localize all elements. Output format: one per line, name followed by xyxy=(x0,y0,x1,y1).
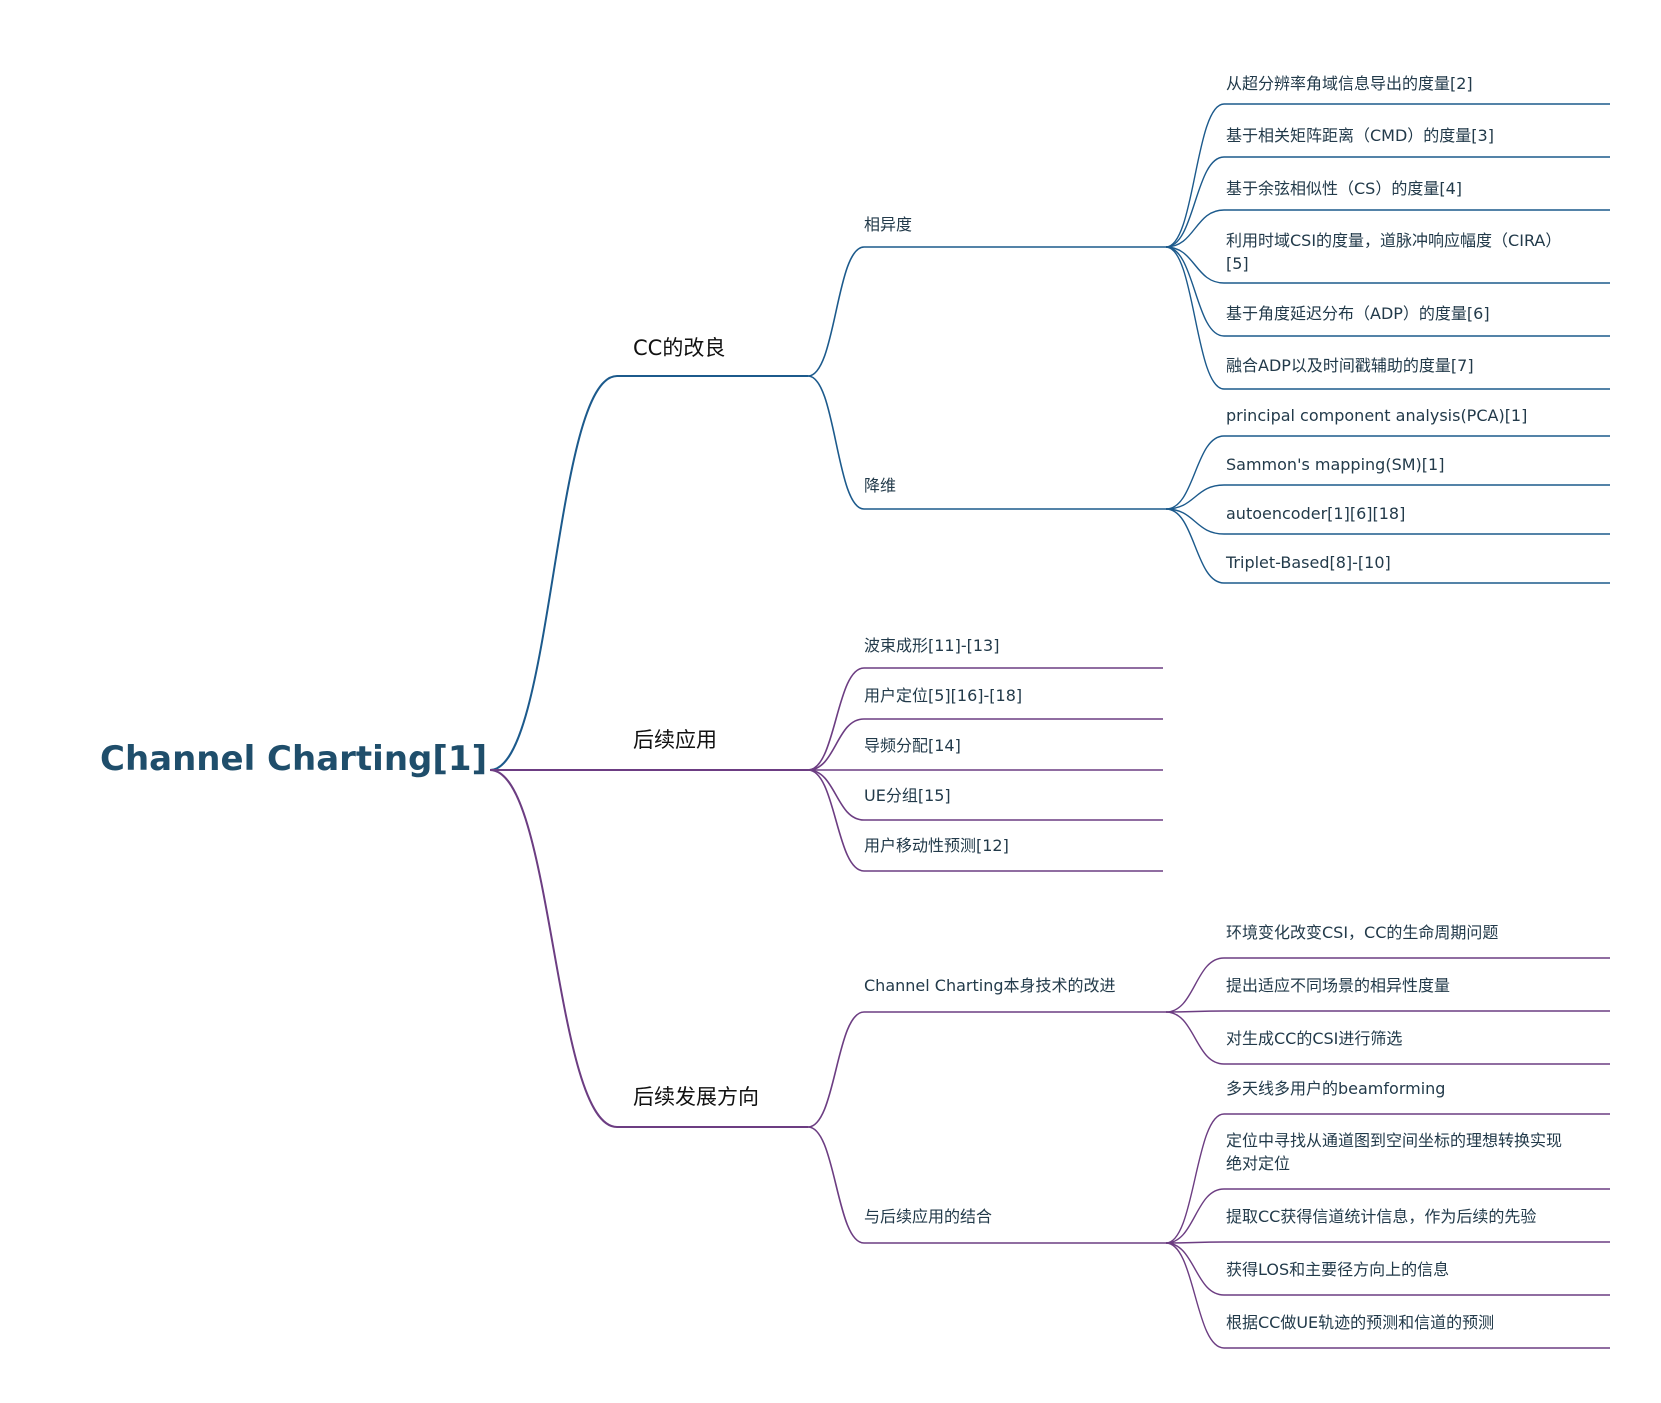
connector-topic-to-leaf xyxy=(1165,246,1225,284)
connector-topic-to-leaf xyxy=(1165,246,1225,337)
leaf-absolute-positioning-cont[interactable]: 绝对定位 xyxy=(1226,1154,1290,1173)
connector-topic-to-leaf xyxy=(1165,1188,1225,1244)
connector-topic-to-leaf xyxy=(1165,246,1225,390)
leaf-metric-cira-ref[interactable]: [5] xyxy=(1226,254,1249,273)
leaf-metric-adp-timestamp[interactable]: 融合ADP以及时间戳辅助的度量[7] xyxy=(1226,356,1474,375)
leaf-pca[interactable]: principal component analysis(PCA)[1] xyxy=(1226,406,1527,425)
connector-topic-to-leaf xyxy=(1165,103,1225,248)
connector-topic-to-leaf xyxy=(1165,508,1225,584)
leaf-channel-statistics-prior[interactable]: 提取CC获得信道统计信息，作为后续的先验 xyxy=(1226,1207,1536,1226)
connector-topic-to-leaf xyxy=(1165,1011,1225,1065)
connector-topic-to-leaf xyxy=(1165,508,1225,535)
topic-app-ue-grouping[interactable]: UE分组[15] xyxy=(864,786,951,805)
connector-topic-to-leaf xyxy=(1165,484,1225,510)
connector-topic-to-leaf xyxy=(1165,1010,1225,1013)
leaf-metric-super-resolution[interactable]: 从超分辨率角域信息导出的度量[2] xyxy=(1226,74,1473,93)
branch-cc-improvement[interactable]: CC的改良 xyxy=(633,336,725,360)
topic-app-beamforming[interactable]: 波束成形[11]-[13] xyxy=(864,636,999,655)
connector-topic-to-leaf xyxy=(1165,156,1225,248)
connector-topic-to-leaf xyxy=(1165,1241,1225,1244)
leaf-absolute-positioning[interactable]: 定位中寻找从通道图到空间坐标的理想转换实现 xyxy=(1226,1131,1562,1150)
connector-branch-to-topic xyxy=(807,718,865,771)
leaf-csi-filtering[interactable]: 对生成CC的CSI进行筛选 xyxy=(1226,1029,1402,1048)
root-topic[interactable]: Channel Charting[1] xyxy=(100,739,487,779)
connector-branch-to-topic xyxy=(807,1126,865,1244)
leaf-triplet-based[interactable]: Triplet-Based[8]-[10] xyxy=(1225,553,1391,572)
leaf-metric-cira[interactable]: 利用时域CSI的度量，道脉冲响应幅度（CIRA） xyxy=(1226,231,1561,250)
connector-root-to-branch xyxy=(489,375,618,771)
topic-dissimilarity[interactable]: 相异度 xyxy=(864,215,912,234)
topic-dimension-reduction[interactable]: 降维 xyxy=(864,476,896,495)
topic-app-mobility-prediction[interactable]: 用户移动性预测[12] xyxy=(864,836,1009,855)
connectors xyxy=(489,103,1225,1349)
connector-topic-to-leaf xyxy=(1165,1242,1225,1296)
connector-topic-to-leaf xyxy=(1165,957,1225,1013)
topic-combine-with-applications[interactable]: 与后续应用的结合 xyxy=(864,1207,992,1226)
leaf-trajectory-channel-prediction[interactable]: 根据CC做UE轨迹的预测和信道的预测 xyxy=(1226,1313,1494,1332)
connector-topic-to-leaf xyxy=(1165,1113,1225,1244)
connector-root-to-branch xyxy=(489,769,618,1128)
topic-app-pilot-allocation[interactable]: 导频分配[14] xyxy=(864,736,961,755)
leaf-metric-cs[interactable]: 基于余弦相似性（CS）的度量[4] xyxy=(1226,179,1462,198)
connector-branch-to-topic xyxy=(807,667,865,771)
leaf-csi-lifecycle[interactable]: 环境变化改变CSI，CC的生命周期问题 xyxy=(1226,923,1498,942)
connector-branch-to-topic xyxy=(807,375,865,510)
branch-future-directions[interactable]: 后续发展方向 xyxy=(633,1085,759,1109)
topic-app-positioning[interactable]: 用户定位[5][16]-[18] xyxy=(864,686,1022,705)
leaf-sammon-mapping[interactable]: Sammon's mapping(SM)[1] xyxy=(1226,455,1444,474)
connector-branch-to-topic xyxy=(807,246,865,377)
connector-branch-to-topic xyxy=(807,769,865,872)
connector-topic-to-leaf xyxy=(1165,435,1225,510)
leaf-autoencoder[interactable]: autoencoder[1][6][18] xyxy=(1226,504,1405,523)
leaf-scene-dissimilarity[interactable]: 提出适应不同场景的相异性度量 xyxy=(1226,976,1450,995)
branch-applications[interactable]: 后续应用 xyxy=(633,728,717,752)
leaf-metric-adp[interactable]: 基于角度延迟分布（ADP）的度量[6] xyxy=(1226,304,1490,323)
connector-branch-to-topic xyxy=(807,769,865,821)
connector-topic-to-leaf xyxy=(1165,1242,1225,1349)
leaf-los-direction[interactable]: 获得LOS和主要径方向上的信息 xyxy=(1226,1260,1449,1279)
leaf-metric-cmd[interactable]: 基于相关矩阵距离（CMD）的度量[3] xyxy=(1226,126,1494,145)
connector-topic-to-leaf xyxy=(1165,209,1225,248)
topic-cc-technique-improvement[interactable]: Channel Charting本身技术的改进 xyxy=(864,976,1116,995)
underlines xyxy=(617,103,1610,1349)
leaf-mu-mimo-beamforming[interactable]: 多天线多用户的beamforming xyxy=(1226,1079,1445,1098)
connector-branch-to-topic xyxy=(807,1011,865,1128)
